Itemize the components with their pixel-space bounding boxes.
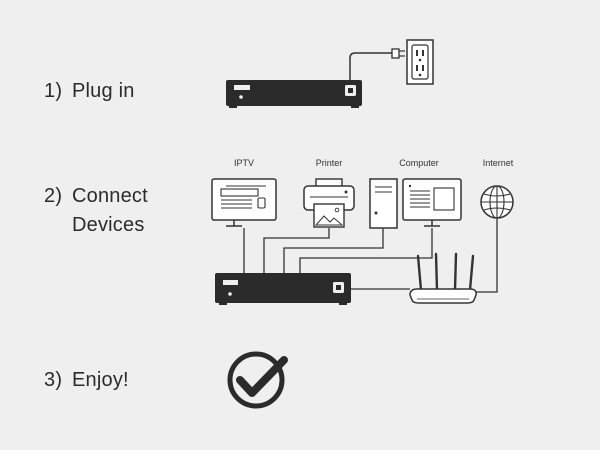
computer-icon xyxy=(369,178,462,229)
step-3: 3) Enjoy! xyxy=(44,366,129,395)
label-iptv: IPTV xyxy=(234,158,254,168)
printer-icon xyxy=(303,178,355,228)
power-cord xyxy=(349,48,405,80)
label-internet: Internet xyxy=(483,158,514,168)
step-1-number: 1) xyxy=(44,80,63,102)
connection-cables xyxy=(243,218,498,293)
step-1-text: Plug in xyxy=(72,80,135,102)
step-2-number: 2) xyxy=(44,185,63,207)
label-printer: Printer xyxy=(316,158,343,168)
set-top-box-1 xyxy=(226,80,362,108)
set-top-box-2 xyxy=(215,273,351,305)
label-computer: Computer xyxy=(399,158,439,168)
step-2: 2) Connect Devices xyxy=(44,182,148,240)
router-icon xyxy=(409,252,477,304)
step-2-text-line2: Devices xyxy=(72,214,145,236)
checkmark-circle-icon xyxy=(227,351,288,409)
step-2-text: Connect xyxy=(72,185,148,207)
step-3-number: 3) xyxy=(44,369,63,391)
step-3-text: Enjoy! xyxy=(72,369,129,391)
tv-icon xyxy=(211,178,277,227)
globe-icon xyxy=(480,185,514,219)
power-outlet-icon xyxy=(406,39,434,85)
step-1: 1) Plug in xyxy=(44,77,135,106)
